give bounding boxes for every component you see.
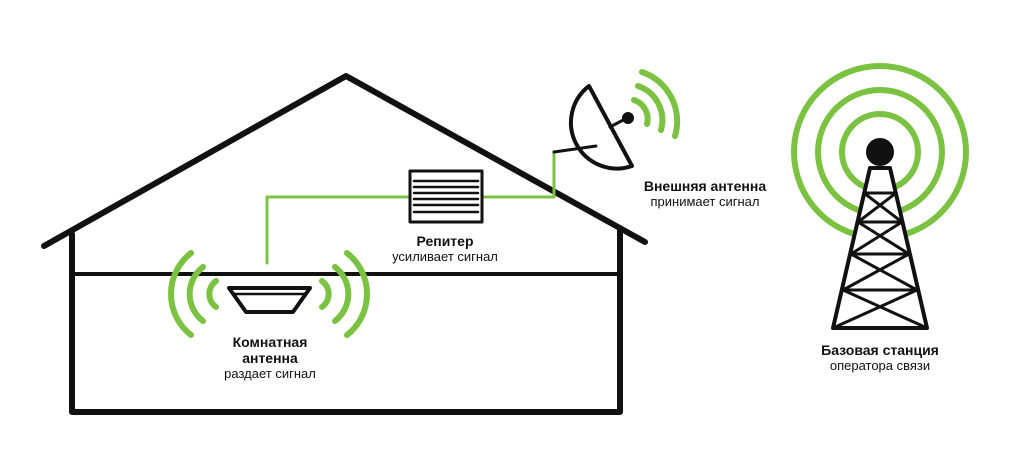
satellite-dish-icon [552,84,634,171]
dish-bowl [569,84,634,171]
room-antenna-subtitle: раздает сигнал [224,366,316,381]
signal-wave-icon [206,278,219,310]
repeater-body [408,169,484,224]
house-outline-icon [41,73,648,415]
external-antenna-label: Внешняя антенна принимает сигнал [630,178,780,210]
repeater-device-icon [408,169,484,224]
signal-cable [265,150,556,265]
cable-room-to-repeater [265,195,411,265]
signal-wave-icon [639,69,681,139]
room-antenna-label: Комнатная антенна раздает сигнал [200,334,340,382]
external-antenna-subtitle: принимает сигнал [650,194,760,209]
house-walls [69,225,623,415]
signal-wave-icon [167,250,194,338]
base-station-subtitle: оператора связи [829,358,931,373]
house-roof [41,73,648,249]
dish-signal-waves [631,69,681,139]
repeater-subtitle: усиливает сигнал [392,249,498,264]
repeater-label: Репитер усиливает сигнал [375,233,515,265]
dish-mount [552,144,598,154]
signal-wave-icon [186,264,206,324]
room-antenna-waves-left [167,250,219,338]
signal-wave-icon [344,250,371,338]
cable-repeater-to-dish [481,150,556,199]
external-antenna-title: Внешняя антенна [643,178,767,194]
dish-feed [622,112,634,124]
repeater-title: Репитер [416,233,474,249]
ceiling-antenna-icon [227,286,312,314]
base-station-title: Базовая станция [821,342,939,358]
room-antenna-body [227,286,312,314]
tower-frame [831,166,929,330]
base-station-label: Базовая станция оператора связи [800,342,960,374]
cell-tower-icon [831,138,929,330]
signal-wave-icon [631,97,651,127]
room-antenna-waves-right [319,250,371,338]
tower-antenna-head [866,138,894,166]
room-antenna-title-line1: Комнатная [232,334,308,350]
signal-wave-icon [332,264,352,324]
room-antenna-title-line2: антенна [242,350,298,366]
signal-wave-icon [635,83,666,133]
signal-wave-icon [319,278,332,310]
